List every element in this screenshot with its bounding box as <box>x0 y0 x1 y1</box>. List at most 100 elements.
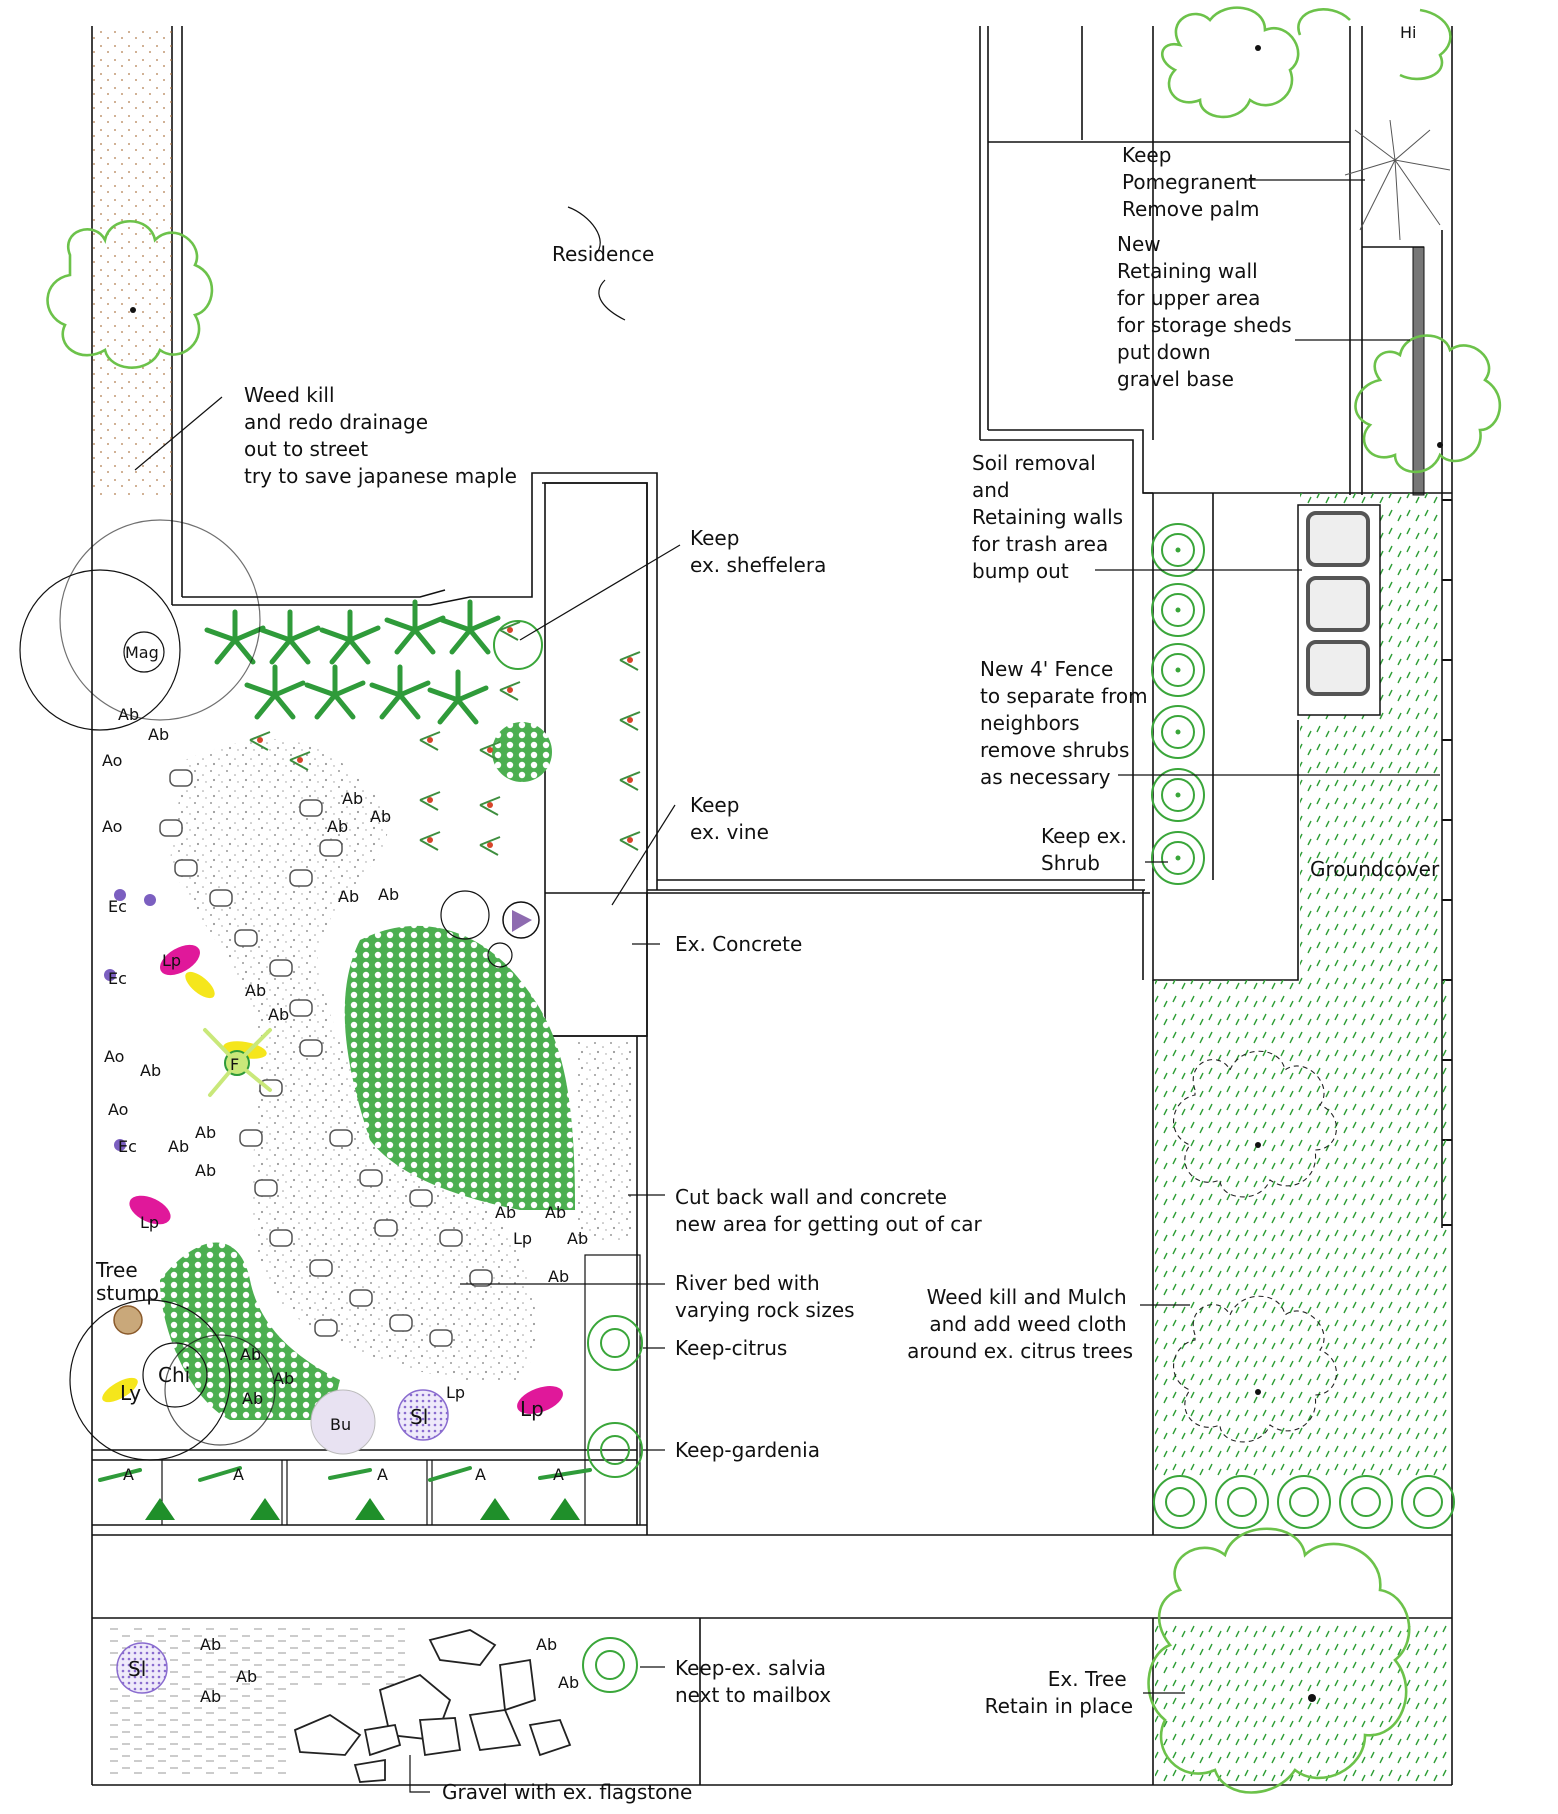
trash-bins <box>1297 504 1381 716</box>
note-keep-sheffelera: Keep ex. sheffelera <box>690 526 826 577</box>
note-keep-salvia: Keep-ex. salvia next to mailbox <box>675 1656 832 1707</box>
note-ex-concrete: Ex. Concrete <box>675 932 802 956</box>
tag-lp: Lp <box>513 1229 532 1248</box>
tag-ab: Ab <box>195 1123 216 1142</box>
flagstones <box>293 1629 572 1783</box>
citrus-tree-lower <box>1173 1295 1337 1443</box>
note-groundcover: Groundcover <box>1310 857 1440 881</box>
note-weed-kill-mulch: Weed kill and Mulch and add weed cloth a… <box>907 1285 1133 1363</box>
note-keep-gardenia: Keep-gardenia <box>675 1438 820 1462</box>
chi-canopy <box>69 1299 231 1461</box>
note-keep-vine: Keep ex. vine <box>690 793 769 844</box>
annotations: Residence Weed kill and redo drainage ou… <box>244 143 1440 1804</box>
tag-ao: Ao <box>108 1100 128 1119</box>
note-gravel-flagstone: Gravel with ex. flagstone <box>442 1780 692 1804</box>
note-weed-kill-drainage: Weed kill and redo drainage out to stree… <box>244 383 517 488</box>
tag-ab: Ab <box>168 1137 189 1156</box>
note-cut-back-wall: Cut back wall and concrete new area for … <box>675 1185 982 1236</box>
tag-ab: Ab <box>236 1667 257 1686</box>
note-ex-tree: Ex. Tree Retain in place <box>985 1667 1133 1718</box>
trees <box>46 6 1502 1794</box>
tag-a: A <box>233 1465 244 1484</box>
salvia-plant-mailbox <box>116 1642 168 1694</box>
gardenia-ring <box>587 1422 643 1478</box>
magnolia-canopy <box>19 569 181 731</box>
plant-tags: Mag Ab Ab Ao Ao Ab Ab Ab Ab Ab Ec Ec Lp … <box>95 23 1416 1706</box>
tag-ao: Ao <box>102 817 122 836</box>
river-bed <box>170 739 537 1382</box>
tag-ab: Ab <box>545 1203 566 1222</box>
tag-ab: Ab <box>118 705 139 724</box>
lawn-hex-upper <box>344 925 575 1210</box>
flower-plants <box>98 889 592 1694</box>
note-river-bed: River bed with varying rock sizes <box>675 1271 855 1322</box>
tag-lp: Lp <box>162 951 181 970</box>
tag-chi: Chi <box>158 1363 190 1387</box>
japanese-maple-tree <box>46 219 214 369</box>
tag-ab: Ab <box>148 725 169 744</box>
residence-label: Residence <box>552 242 654 266</box>
tag-ab: Ab <box>327 817 348 836</box>
shrub-ring-column <box>1151 523 1205 885</box>
pomegranate-tree <box>1161 6 1300 119</box>
note-keep-pomegranent: Keep Pomegranent Remove palm <box>1122 143 1262 221</box>
tag-tree-stump-1: Tree <box>95 1258 138 1282</box>
tag-ly: Ly <box>120 1381 141 1405</box>
tag-a: A <box>377 1465 388 1484</box>
leader-lines <box>134 179 1440 1793</box>
tag-ab: Ab <box>558 1673 579 1692</box>
note-new-retaining-wall: New Retaining wall for upper area for st… <box>1117 232 1298 391</box>
shrub-ring-row <box>1153 1475 1455 1529</box>
existing-tree-street <box>1147 1527 1411 1794</box>
right-palm <box>1344 119 1451 241</box>
tag-ab: Ab <box>495 1203 516 1222</box>
salvia-plant <box>397 1389 449 1441</box>
tag-sl: Sl <box>410 1405 428 1429</box>
tag-ab: Ab <box>338 887 359 906</box>
tag-bu: Bu <box>330 1415 351 1434</box>
tag-hi: Hi <box>1400 23 1416 42</box>
shrub-rings <box>493 523 1455 1693</box>
tag-ab: Ab <box>548 1267 569 1286</box>
trash-bin-icon <box>1306 576 1370 632</box>
trash-bin-icon <box>1306 640 1370 696</box>
tag-ab: Ab <box>200 1635 221 1654</box>
palm-plants <box>204 599 501 725</box>
tag-a: A <box>123 1465 134 1484</box>
citrus-tree-upper <box>1173 1050 1337 1198</box>
property-lines <box>91 26 1453 1786</box>
tag-ab: Ab <box>240 1345 261 1364</box>
tag-ab: Ab <box>195 1161 216 1180</box>
tag-ec: Ec <box>108 897 127 916</box>
tag-ab: Ab <box>536 1635 557 1654</box>
bulbine-plant <box>310 1389 376 1455</box>
note-keep-shrub: Keep ex. Shrub <box>1041 824 1133 875</box>
ground-zones <box>92 26 1450 1785</box>
note-soil-removal: Soil removal and Retaining walls for tra… <box>972 451 1129 583</box>
tag-ab: Ab <box>268 1005 289 1024</box>
feature-circles <box>19 519 540 1461</box>
tag-ab: Ab <box>342 789 363 808</box>
note-keep-citrus: Keep-citrus <box>675 1336 787 1360</box>
tag-lp: Lp <box>520 1397 544 1421</box>
tag-ec: Ec <box>108 969 127 988</box>
sheffelera-ring <box>493 620 543 670</box>
river-stones <box>159 769 493 1347</box>
shrub-tree-right <box>1354 334 1502 474</box>
tag-ab: Ab <box>567 1229 588 1248</box>
tag-a: A <box>475 1465 486 1484</box>
tag-ab: Ab <box>273 1369 294 1388</box>
tag-ab: Ab <box>245 981 266 1000</box>
tag-ao: Ao <box>102 751 122 770</box>
tag-a: A <box>553 1465 564 1484</box>
groundcover-area <box>1155 980 1450 1480</box>
tag-f: F <box>230 1055 239 1074</box>
small-shrubs <box>249 621 641 856</box>
tag-ec: Ec <box>118 1137 137 1156</box>
tag-lp: Lp <box>140 1213 159 1232</box>
tag-ab: Ab <box>140 1061 161 1080</box>
note-new-fence: New 4' Fence to separate from neighbors … <box>980 657 1154 789</box>
tag-lp: Lp <box>446 1383 465 1402</box>
lawn-hex-lower <box>160 1242 340 1420</box>
